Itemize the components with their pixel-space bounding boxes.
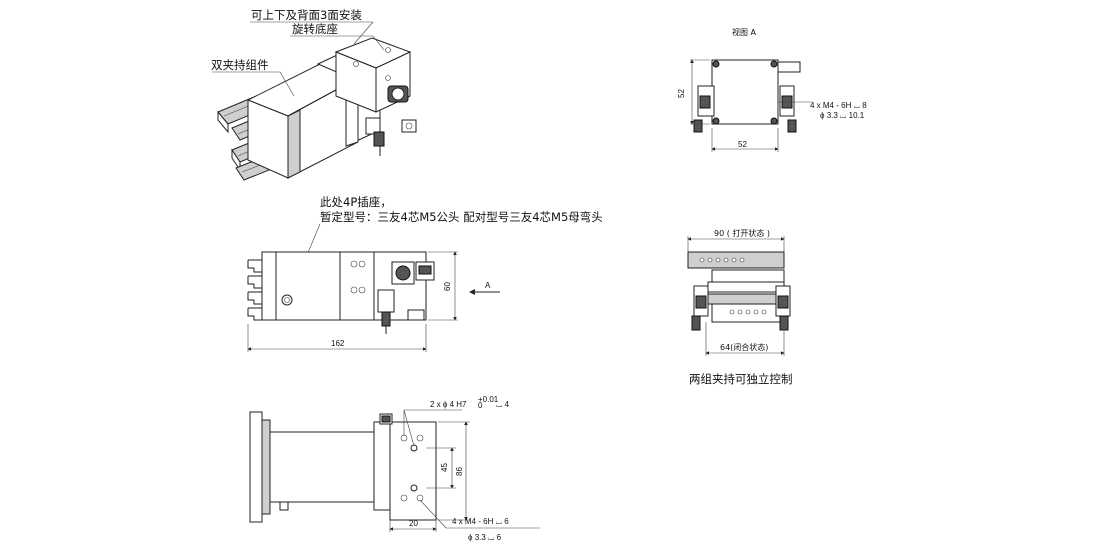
side-dim-closed: 64(闭合状态) xyxy=(720,342,768,352)
bottom-pin-spec: 2 x ϕ 4 H7 xyxy=(430,400,467,409)
view-a xyxy=(690,59,812,152)
rotary-base-block xyxy=(334,37,412,113)
bottom-dim-86: 86 xyxy=(455,467,464,476)
callout-socket-line1: 此处4P插座， xyxy=(320,195,392,209)
view-a-title: 视图 A xyxy=(732,27,757,37)
view-a-dim-width: 52 xyxy=(738,140,747,149)
front-view xyxy=(247,251,500,352)
bottom-drill-spec: ϕ 3.3 ⌴ 6 xyxy=(468,533,502,542)
view-a-thread-spec: 4 x M4 - 6H ⌴ 8 xyxy=(810,101,867,110)
connector xyxy=(365,117,417,156)
view-a-dim-height: 52 xyxy=(677,89,686,98)
bottom-thread-spec: 4 x M4 - 6H ⌴ 6 xyxy=(452,517,509,526)
bottom-dim-45: 45 xyxy=(440,463,449,472)
callout-socket-line2: 暂定型号：三友4芯M5公头 配对型号三友4芯M5母弯头 xyxy=(320,210,603,224)
callout-rotary-base: 旋转底座 xyxy=(292,22,338,36)
view-a-arrow-label: A xyxy=(485,281,491,290)
side-view xyxy=(687,236,791,356)
view-a-drill-spec: ϕ 3.3 ⌴ 10.1 xyxy=(820,111,865,120)
bottom-pin-depth: ⌴ 4 xyxy=(496,400,510,409)
bottom-pin-tolerance: +0.01 xyxy=(478,395,499,404)
bottom-dim-20: 20 xyxy=(409,519,418,528)
callout-mount-three-sides: 可上下及背面3面安装 xyxy=(251,8,362,22)
isometric-view xyxy=(212,21,417,181)
front-dim-length: 162 xyxy=(331,339,345,348)
callout-independent-control: 两组夹持可独立控制 xyxy=(689,372,793,386)
bottom-pin-tolerance-low: 0 xyxy=(478,401,483,410)
callout-dual-gripper-assembly: 双夹持组件 xyxy=(211,58,269,72)
side-dim-open: 90 ( 打开状态 ) xyxy=(714,228,770,238)
bottom-view xyxy=(249,409,540,532)
front-dim-height: 60 xyxy=(443,282,452,291)
